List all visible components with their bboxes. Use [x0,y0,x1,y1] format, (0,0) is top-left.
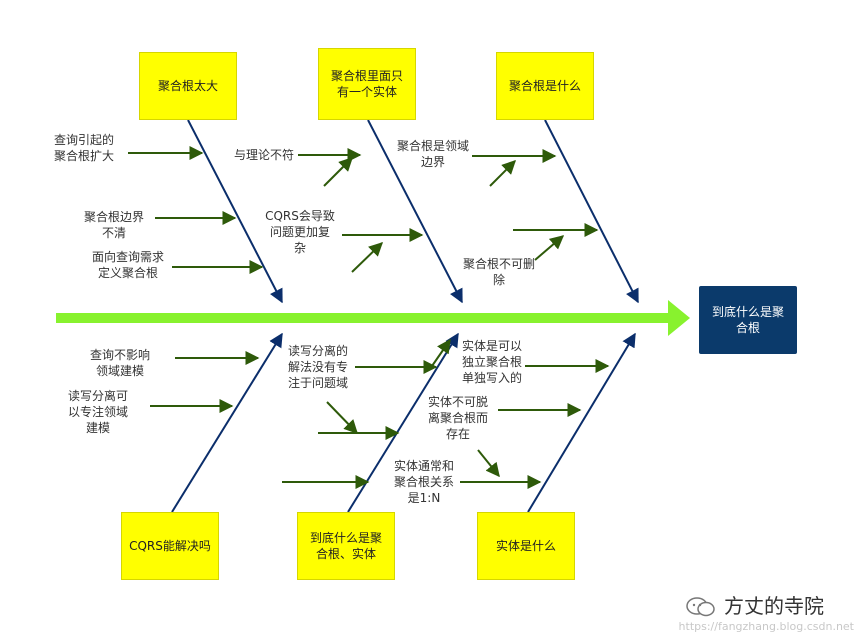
cause-box-bottom-3: 实体是什么 [477,512,575,580]
sub-cause-label: 实体是可以 独立聚合根 单独写入的 [461,339,522,385]
sub-arrow-diagonal [351,242,384,273]
sub-cause-label: 聚合根是领域 边界 [396,139,469,169]
cause-box-bottom-1: CQRS能解决吗 [121,512,219,580]
cause-box-top-2: 聚合根里面只 有一个实体 [318,48,416,120]
cause-box-top-1: 聚合根太大 [139,52,237,120]
cause-label: CQRS能解决吗 [129,539,211,553]
sub-cause-label: 实体不可脱 离聚合根而 存在 [427,395,488,441]
sub-cause-label: 聚合根不可删 除 [462,257,535,287]
sub-cause-label: 读写分离可 以专注领域 建模 [67,389,128,435]
cause-box-top-3: 聚合根是什么 [496,52,594,120]
cause-label: 实体是什么 [495,539,556,553]
sub-cause-label: 查询不影响 领域建模 [89,348,150,378]
sub-cause-label: CQRS会导致 问题更加复 杂 [265,209,335,255]
cause-label: 聚合根太大 [157,79,218,93]
sub-cause-label: 与理论不符 [233,148,294,162]
sub-cause-label: 实体通常和 聚合根关系 是1:N [393,459,454,505]
watermark-url: https://fangzhang.blog.csdn.net [678,620,854,633]
sub-cause-label: 面向查询需求 定义聚合根 [91,250,164,280]
effect-label: 到底什么是聚 合根 [711,305,784,335]
sub-arrow-diagonal [323,157,353,187]
sub-cause-label: 读写分离的 解法没有专 注于问题域 [287,344,348,390]
sub-arrow-diagonal [534,235,565,261]
chat-bubble-icon [686,597,715,617]
sub-cause-label: 查询引起的 聚合根扩大 [53,133,114,163]
sub-arrow-diagonal [489,160,516,187]
sub-arrow-diagonal [431,338,451,367]
cause-label: 到底什么是聚 合根、实体 [309,531,382,561]
sub-cause-label: 聚合根边界 不清 [83,210,144,240]
watermark-brand: 方丈的寺院 [724,594,824,618]
spine-arrow [56,300,690,336]
sub-arrow-diagonal [326,401,358,435]
cause-label: 聚合根里面只 有一个实体 [330,69,403,99]
bone-bottom-1 [171,332,283,513]
bone-bottom-3 [527,332,636,513]
sub-arrow-diagonal [477,449,500,478]
cause-box-bottom-2: 到底什么是聚 合根、实体 [297,512,395,580]
bone-top-2 [367,119,463,304]
bone-top-3 [544,119,639,304]
cause-label: 聚合根是什么 [508,79,581,93]
effect-box: 到底什么是聚 合根 [699,286,797,354]
watermark: 方丈的寺院 https://fangzhang.blog.csdn.net [679,592,856,640]
